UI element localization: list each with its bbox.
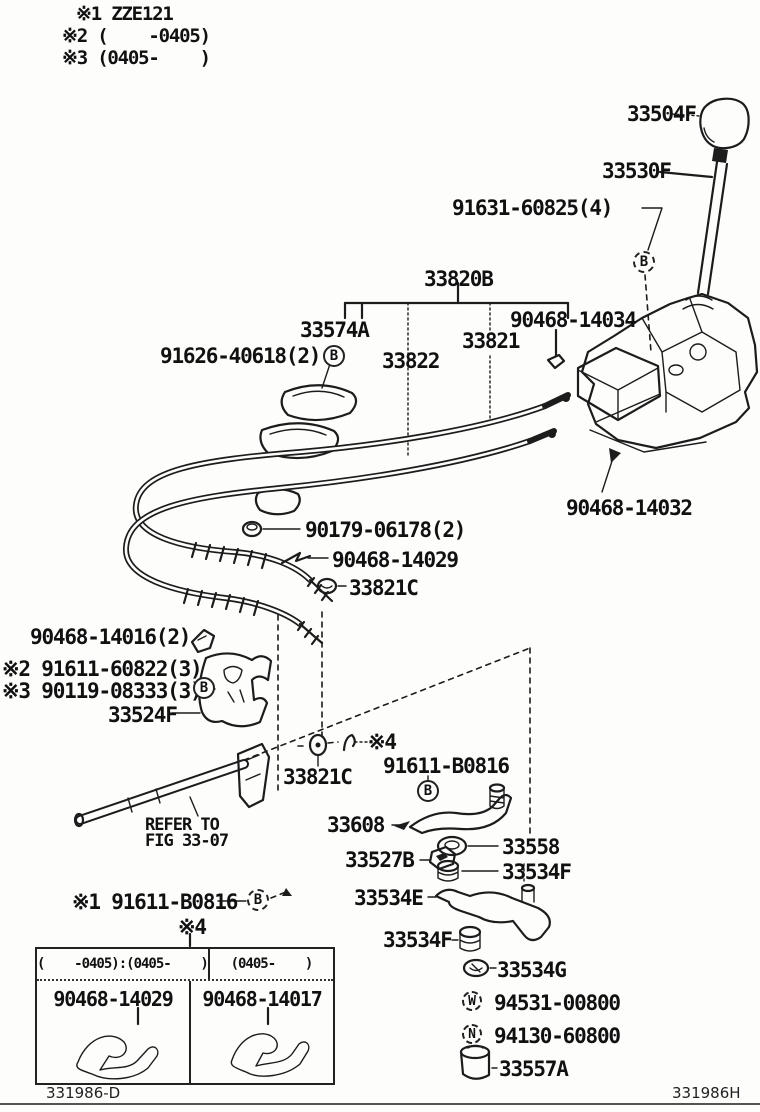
- part-label-33527b: 33527B: [345, 848, 415, 872]
- bracket-33820b: [343, 281, 570, 459]
- arrow-14032: [601, 448, 621, 493]
- part-label-33820b: 33820B: [424, 267, 494, 291]
- clip-14029-drawing: [280, 551, 329, 565]
- part-label-94531-00800: 94531-00800: [494, 991, 621, 1015]
- cap-33557a-drawing: [459, 1044, 498, 1080]
- part-label-33534f-1: 33534F: [502, 860, 572, 884]
- connector-b-2: B: [323, 345, 345, 367]
- variant-table: ( -0405):(0405- ) (0405- ) 90468-14029 9…: [35, 947, 335, 1085]
- housing-drawing: [576, 292, 759, 453]
- figure-code-right: 331986H: [672, 1084, 741, 1102]
- part-label-33557a: 33557A: [499, 1057, 569, 1081]
- arm-33534e-drawing: [427, 863, 551, 942]
- variant-header-right: (0405- ): [207, 949, 333, 979]
- part-label-33530f: 33530F: [602, 159, 672, 183]
- table-clip-right: [230, 1033, 310, 1077]
- table-clip-left: [76, 1035, 159, 1080]
- table-note4-label: ※4: [178, 915, 207, 939]
- connector-b-3: B: [193, 677, 215, 699]
- part-label-33524f: 33524F: [108, 703, 178, 727]
- connector-b-1: B: [633, 251, 655, 273]
- connector-w: W: [462, 991, 482, 1011]
- lever-33608-drawing: [391, 783, 513, 835]
- table-connectors: [136, 932, 270, 1026]
- grommet-33821c1-drawing: [316, 577, 347, 595]
- washer-33534g-drawing: [462, 958, 497, 978]
- connector-b-5: B: [247, 889, 269, 911]
- part-label-33574a: 33574A: [300, 318, 370, 342]
- part-label-91611-b0816-note1: ※1 91611-B0816: [72, 890, 238, 914]
- figure-code-left: 331986-D: [46, 1084, 121, 1102]
- variant-cell-left: 90468-14029: [53, 987, 173, 1011]
- part-label-33534f-2: 33534F: [383, 928, 453, 952]
- variant-cell-right: 90468-14017: [189, 981, 333, 1085]
- lever-rod-drawing: [658, 148, 729, 310]
- part-label-91611-60822: ※2 91611-60822(3): [2, 657, 203, 681]
- part-label-33534g: 33534G: [497, 958, 567, 982]
- part-label-90468-14029: 90468-14029: [332, 548, 459, 572]
- part-label-94130-60800: 94130-60800: [494, 1024, 621, 1048]
- knob-drawing: [671, 97, 750, 150]
- part-label-90119-08333: ※3 90119-08333(3): [2, 679, 203, 703]
- leader-note1: [217, 888, 292, 902]
- part-label-33821c-2: 33821C: [283, 765, 353, 789]
- part-label-90179-06178: 90179-06178(2): [305, 518, 466, 542]
- part-label-33822: 33822: [382, 349, 440, 373]
- nut-90179-drawing: [241, 520, 301, 538]
- cables-drawing: [123, 392, 571, 646]
- part-label-90468-14034: 90468-14034: [510, 308, 637, 332]
- shaft-drawing: [73, 742, 271, 828]
- washer-33558-drawing: [436, 835, 499, 857]
- clip-14016-drawing: [190, 628, 216, 654]
- part-label-90468-14032: 90468-14032: [566, 496, 693, 520]
- variant-header-left: ( -0405):(0405- ): [37, 956, 209, 972]
- leader-91631: [641, 207, 663, 251]
- bush-33534f2-drawing: [451, 925, 482, 952]
- part-label-90468-14016: 90468-14016(2): [30, 625, 191, 649]
- part-label-33558: 33558: [502, 835, 560, 859]
- refer-to-text: REFER TO: [145, 815, 220, 835]
- part-label-33504f: 33504F: [627, 102, 697, 126]
- part-label-91631-60825: 91631-60825(4): [452, 196, 613, 220]
- part-label-33534e: 33534E: [354, 886, 424, 910]
- note-range-3: ※3 (0405- ): [62, 47, 211, 69]
- refer-fig-text: FIG 33-07: [145, 831, 229, 851]
- variant-table-header: ( -0405):(0405- ) (0405- ): [37, 949, 333, 981]
- part-label-33608: 33608: [327, 813, 385, 837]
- part-label-91611-b0816-mid: 91611-B0816: [383, 754, 510, 778]
- construction-dashes: [159, 611, 531, 839]
- connector-b-4: B: [417, 780, 439, 802]
- note-range-2: ※2 ( -0405): [62, 25, 211, 47]
- part-label-33821c-1: 33821C: [349, 576, 419, 600]
- bush-33534f1-drawing: [436, 859, 499, 882]
- dash-91631: [644, 274, 652, 353]
- part-label-33821: 33821: [462, 329, 520, 353]
- note-zze121: ※1 ZZE121: [76, 3, 174, 25]
- part-label-91626-40618: 91626-40618(2): [160, 344, 321, 368]
- part-label-note4-clip: ※4: [368, 730, 397, 754]
- connector-n: N: [462, 1024, 482, 1044]
- grommet-33821c2-drawing: [297, 733, 373, 767]
- variant-table-body: 90468-14029 90468-14017: [37, 981, 333, 1085]
